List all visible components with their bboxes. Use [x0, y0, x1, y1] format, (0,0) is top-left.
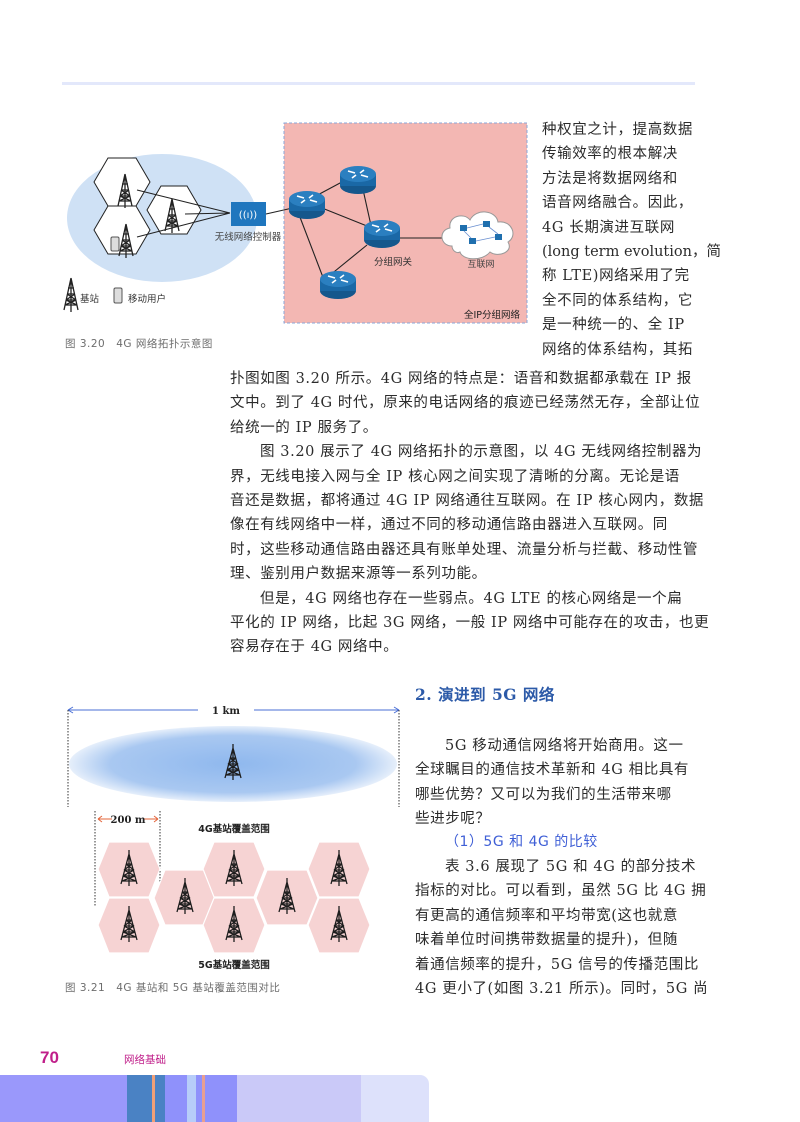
text-line: 哪些优势？又可以为我们的生活带来哪 — [415, 786, 672, 803]
text-line: 着通信频率的提升，5G 信号的传播范围比 — [415, 956, 699, 973]
header-rule — [62, 82, 695, 85]
mobile-user-icon — [110, 236, 120, 252]
text-line: 称 LTE)网络采用了完 — [542, 268, 690, 285]
text-line: 语音网络融合。因此， — [542, 195, 693, 212]
wireless-controller-icon — [231, 202, 266, 226]
label-4g-coverage: 4G基站覆盖范围 — [198, 823, 269, 835]
section-title: 2. 演进到 5G 网络 — [415, 685, 555, 704]
packet-gateway-router-icon — [363, 219, 401, 249]
label-gateway: 分组网关 — [374, 256, 413, 268]
legend-base-station: 基站 — [80, 293, 100, 305]
router-icon — [319, 270, 357, 300]
text-line: (long term evolution，简 — [542, 243, 721, 260]
legend-mobile-user: 移动用户 — [128, 293, 166, 305]
label-internet: 互联网 — [467, 259, 494, 270]
text-line: 表 3.6 展现了 5G 和 4G 的部分技术 — [445, 859, 697, 875]
text-line: 全球瞩目的通信技术革新和 4G 相比具有 — [415, 762, 690, 779]
text-line: 有更高的通信频率和平均带宽(这也就意 — [415, 907, 678, 924]
figure-4g-5g-coverage: 1 km 200 m 4G基站覆盖范围 5G基站覆盖范围 — [62, 697, 407, 975]
text-line: 些进步呢？ — [415, 811, 491, 828]
text-line: 5G 移动通信网络将开始商用。这一 — [445, 738, 684, 754]
label-core-network: 全IP分组网络 — [464, 309, 521, 321]
svg-text:((ı)): ((ı)) — [239, 210, 257, 221]
text-line: 界，无线电接入网与全 IP 核心网之间实现了清晰的分离。无论是语 — [230, 468, 680, 485]
label-5g-coverage: 5G基站覆盖范围 — [198, 959, 269, 971]
text-line: 味着单位时间携带数据量的提升)，但随 — [415, 932, 678, 949]
text-line: 扑图如图 3.20 所示。4G 网络的特点是：语音和数据都承载在 IP 报 — [230, 371, 692, 387]
text-line: 图 3.20 展示了 4G 网络拓扑的示意图，以 4G 无线网络控制器为 — [260, 444, 703, 461]
chapter-name: 网络基础 — [124, 1054, 166, 1066]
label-controller: 无线网络控制器 — [215, 231, 282, 243]
text-line: 4G 更小了(如图 3.21 所示)。同时，5G 尚 — [415, 980, 709, 997]
text-line: 但是，4G 网络也存在一些弱点。4G LTE 的核心网络是一个扁 — [260, 590, 683, 607]
text-line: 容易存在于 4G 网络中。 — [230, 639, 399, 656]
internet-cloud-icon — [441, 211, 514, 260]
label-200m: 200 m — [111, 815, 146, 826]
text-line: 文中。到了 4G 时代，原来的电话网络的痕迹已经荡然无存，全部让位 — [230, 395, 701, 412]
text-line: 4G 长期演进互联网 — [542, 219, 675, 236]
label-1km: 1 km — [212, 706, 240, 717]
text-line: 音还是数据，都将通过 4G IP 网络通往互联网。在 IP 核心网内，数据 — [230, 492, 705, 509]
figure-4g-topology: ((ı)) 无线网络控制器 分组网关 互联网 全IP分组网络 基站 移动用户 — [62, 120, 530, 330]
page-number: 70 — [40, 1048, 59, 1067]
text-line: 传输效率的根本解决 — [542, 146, 678, 163]
text-line: 时，这些移动通信路由器还具有账单处理、流量分析与拦截、移动性管 — [230, 541, 699, 558]
text-line: 是一种统一的、全 IP — [542, 317, 685, 334]
side-paragraph: 种权宜之计，提高数据 传输效率的根本解决 方法是将数据网络和 语音网络融合。因此… — [542, 118, 721, 362]
text-line: 理、鉴别用户数据来源等一系列功能。 — [230, 566, 487, 583]
legend-mobile-user-icon — [113, 287, 123, 304]
figure-3-21-caption: 图 3.21 4G 基站和 5G 基站覆盖范围对比 — [65, 982, 281, 994]
router-icon — [288, 190, 326, 220]
subsection-title: （1）5G 和 4G 的比较 — [445, 834, 598, 850]
legend-base-station-icon — [63, 277, 79, 313]
text-line: 像在有线网络中一样，通过不同的移动通信路由器进入互联网。同 — [230, 517, 668, 534]
compare-paragraph: 表 3.6 展现了 5G 和 4G 的部分技术 指标的对比。可以看到，虽然 5G… — [415, 855, 715, 1001]
text-line: 种权宜之计，提高数据 — [542, 122, 693, 138]
text-line: 给统一的 IP 服务了。 — [230, 419, 378, 436]
text-line: 方法是将数据网络和 — [542, 170, 678, 187]
text-line: 网络的体系结构，其拓 — [542, 341, 693, 358]
figure-3-20-caption: 图 3.20 4G 网络拓扑示意图 — [65, 338, 213, 350]
text-line: 平化的 IP 网络，比起 3G 网络，一般 IP 网络中可能存在的攻击，也更 — [230, 614, 710, 631]
text-line: 全不同的体系结构，它 — [542, 292, 693, 309]
text-line: 指标的对比。可以看到，虽然 5G 比 4G 拥 — [415, 883, 707, 900]
section-intro: 5G 移动通信网络将开始商用。这一 全球瞩目的通信技术革新和 4G 相比具有 哪… — [415, 734, 715, 832]
router-icon — [339, 165, 377, 195]
main-paragraphs: 扑图如图 3.20 所示。4G 网络的特点是：语音和数据都承载在 IP 报 文中… — [230, 367, 710, 660]
